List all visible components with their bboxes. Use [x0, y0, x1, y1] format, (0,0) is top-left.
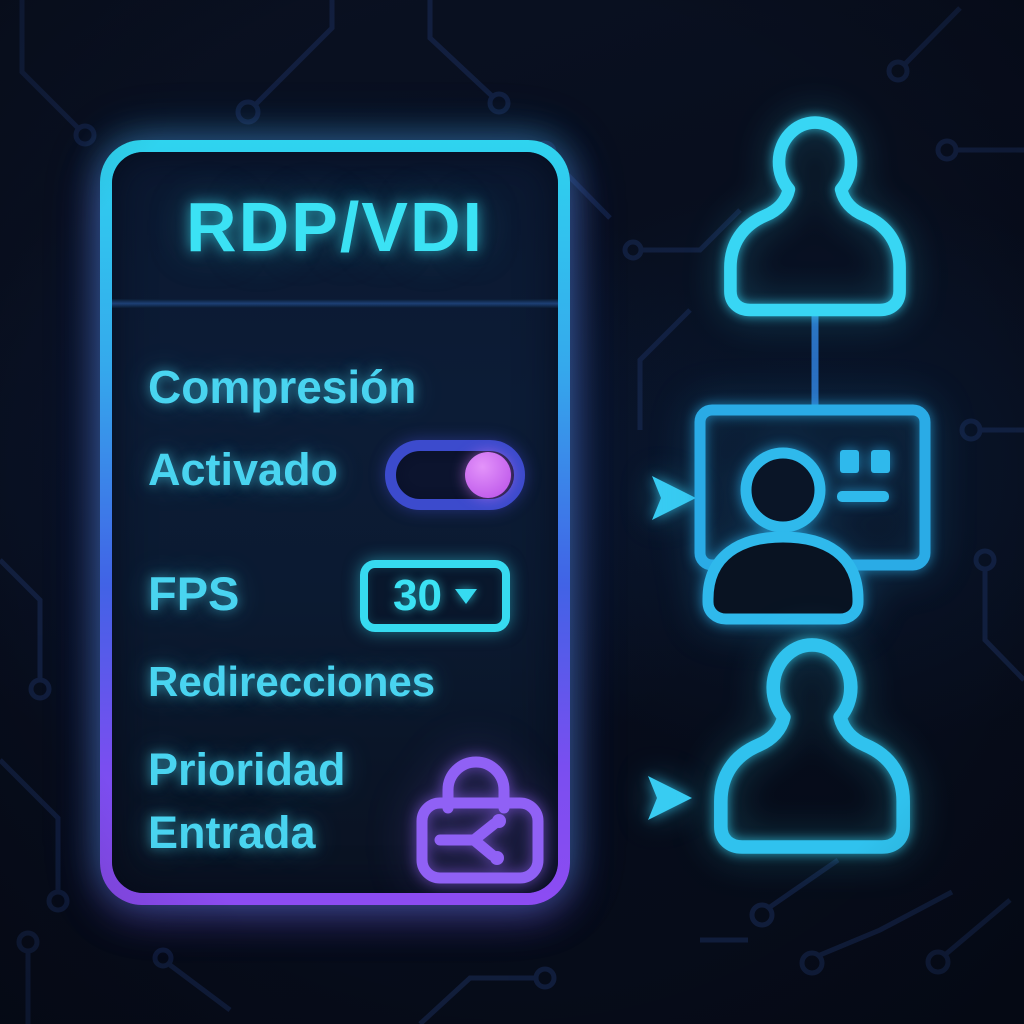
redirections-label: Redirecciones [148, 658, 436, 705]
panel-title: RDP/VDI [186, 188, 484, 266]
caret-down-icon [454, 588, 477, 604]
priority-label-line1: Prioridad [148, 744, 346, 795]
fps-dropdown[interactable]: 30 [360, 560, 510, 632]
compression-state-label: Activado [148, 444, 339, 495]
compression-toggle[interactable] [385, 440, 525, 510]
toggle-knob [465, 452, 511, 498]
fps-value: 30 [393, 571, 442, 620]
settings-panel: RDP/VDI Compresión Activado FPS 30 Redir… [100, 140, 570, 905]
fps-label: FPS [148, 567, 240, 620]
settings-panel-body: RDP/VDI Compresión Activado FPS 30 Redir… [112, 152, 558, 893]
priority-label-line2: Entrada [148, 807, 316, 858]
lock-icon [410, 748, 550, 888]
title-divider [112, 299, 558, 308]
compression-label: Compresión [148, 361, 417, 413]
